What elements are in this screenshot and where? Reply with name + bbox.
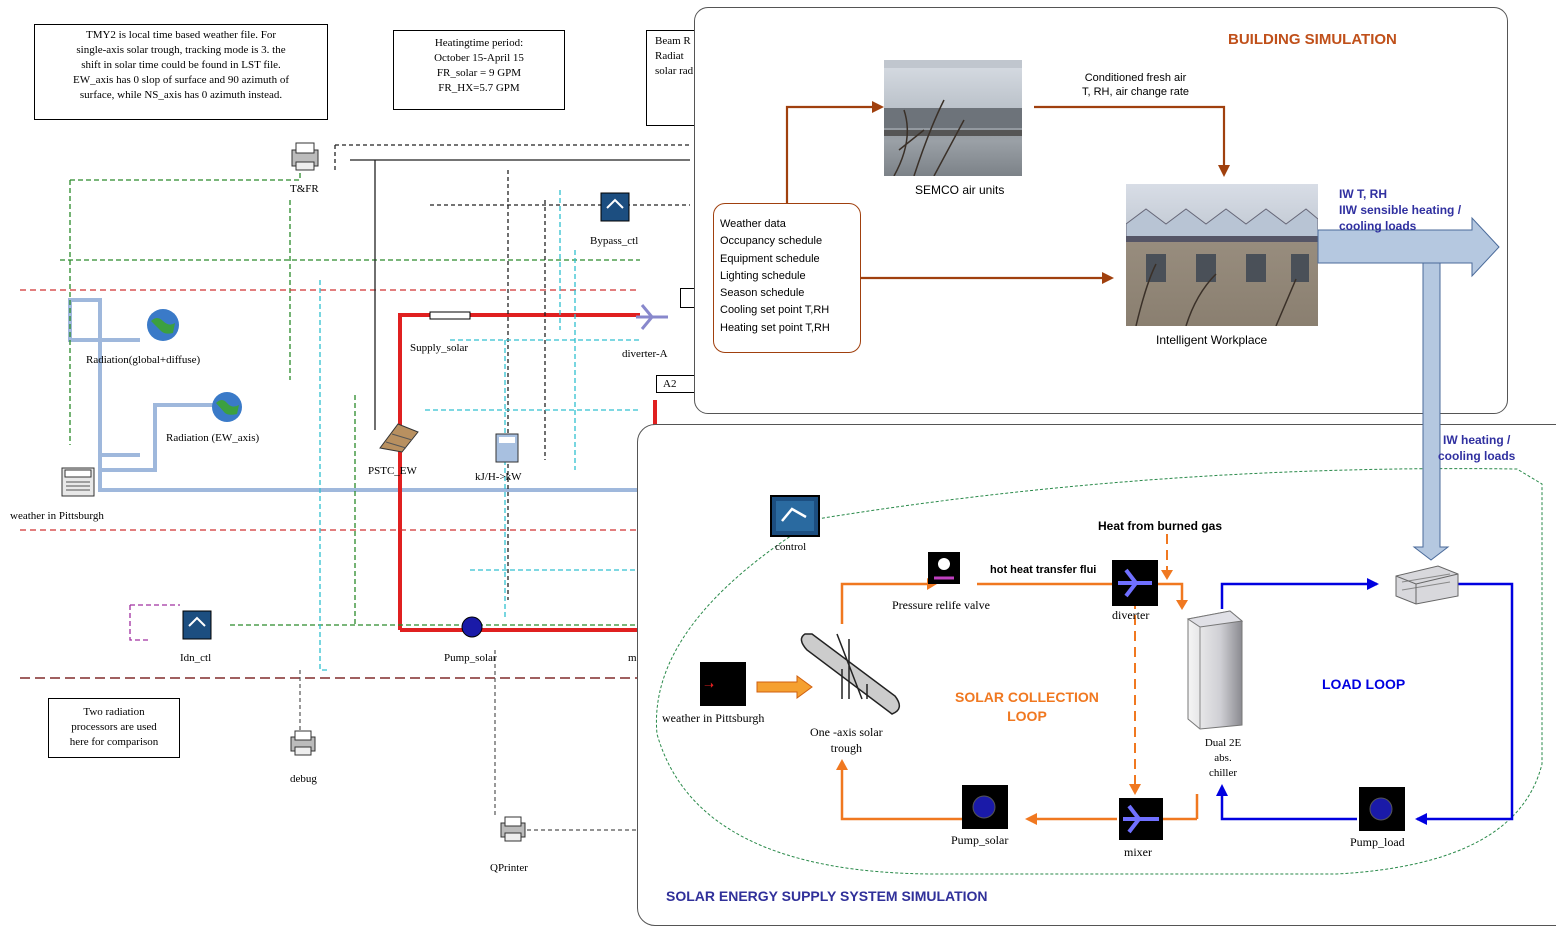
label-kjh-kw: kJ/H->kW: [475, 471, 522, 483]
mixer-icon: [1119, 798, 1163, 840]
label-a2: A2: [656, 375, 696, 393]
label-radiation-ew: Radiation (EW_axis): [166, 432, 259, 444]
label-qprinter: QPrinter: [490, 862, 528, 874]
label-iw-output: IW T, RH IIW sensible heating / cooling …: [1339, 186, 1461, 234]
label-load-loop: LOAD LOOP: [1322, 676, 1405, 692]
input-equipment: Equipment schedule: [720, 251, 860, 268]
bypass-controller-icon: [600, 192, 630, 222]
label-diverter-a: diverter-A: [622, 348, 668, 360]
input-occupancy: Occupancy schedule: [720, 233, 860, 250]
label-one-axis-trough: One -axis solar trough: [810, 724, 883, 756]
label-intelligent-workplace: Intelligent Workplace: [1156, 333, 1267, 347]
trnsys-connections: [0, 0, 700, 917]
printer-icon: [498, 814, 528, 844]
input-cooling-setpoint: Cooling set point T,RH: [720, 302, 860, 319]
label-supply-solar: Supply_solar: [410, 342, 468, 354]
label-mixer: mixer: [1124, 845, 1152, 860]
label-m: m: [628, 652, 637, 664]
printer-icon: [288, 140, 322, 174]
label-radiation-global: Radiation(global+diffuse): [86, 354, 200, 366]
label-pump-load: Pump_load: [1350, 835, 1405, 850]
label-iw-heating-cooling: IW heating / cooling loads: [1438, 432, 1515, 464]
note-heating-period: Heatingtime period: October 15-April 15 …: [393, 30, 565, 110]
calculator-icon: [494, 432, 520, 464]
weather-file-icon: [60, 466, 96, 498]
chiller-icon: [1180, 607, 1250, 735]
label-conditioned-air: Conditioned fresh air T, RH, air change …: [1082, 71, 1189, 99]
pressure-valve-icon: [928, 552, 960, 584]
label-pump-solar-left: Pump_solar: [444, 652, 497, 664]
label-weather-pittsburgh-solar: weather in Pittsburgh: [662, 711, 764, 726]
label-pressure-valve: Pressure relife valve: [892, 598, 990, 613]
label-pstc-ew: PSTC_EW: [368, 465, 417, 477]
globe-icon: [208, 388, 246, 426]
label-control: control: [775, 541, 806, 553]
pump-solar-icon: [962, 785, 1008, 829]
solar-panel-title: SOLAR ENERGY SUPPLY SYSTEM SIMULATION: [666, 888, 988, 904]
inputs-box: Weather data Occupancy schedule Equipmen…: [713, 203, 861, 353]
globe-icon: [143, 305, 183, 345]
note-two-radiation: Two radiation processors are used here f…: [48, 698, 180, 758]
label-heat-burned-gas: Heat from burned gas: [1098, 519, 1222, 533]
input-heating-setpoint: Heating set point T,RH: [720, 320, 860, 337]
input-season: Season schedule: [720, 285, 860, 302]
label-chiller: Dual 2E abs. chiller: [1198, 736, 1248, 781]
solar-collector-icon: [376, 418, 422, 456]
intelligent-workplace-photo: [1126, 184, 1318, 326]
output-arrows: [1300, 215, 1505, 563]
semco-air-units-photo: [884, 60, 1022, 176]
label-diverter: diverter: [1112, 608, 1149, 623]
label-debug: debug: [290, 773, 317, 785]
label-pump-solar: Pump_solar: [951, 833, 1008, 848]
printer-icon: [288, 728, 318, 758]
weather-icon: ➝: [700, 662, 746, 706]
pump-icon: [458, 614, 488, 640]
diverter-icon: [1112, 560, 1158, 606]
label-tfr: T&FR: [290, 183, 319, 195]
label-semco: SEMCO air units: [915, 183, 1004, 197]
control-switch-icon: [770, 495, 820, 537]
label-bypass-ctl: Bypass_ctl: [590, 235, 638, 247]
controller-icon: [182, 610, 212, 640]
label-idn-ctl: Idn_ctl: [180, 652, 211, 664]
diverter-a-icon: [632, 300, 672, 334]
label-hot-fluid: hot heat transfer flui: [990, 564, 1096, 576]
note-tmy2: TMY2 is local time based weather file. F…: [34, 24, 328, 120]
input-lighting: Lighting schedule: [720, 268, 860, 285]
label-weather-pittsburgh: weather in Pittsburgh: [10, 510, 104, 522]
heat-exchanger-icon: [1392, 560, 1462, 606]
input-weather-data: Weather data: [720, 216, 860, 233]
pump-load-icon: [1359, 787, 1405, 831]
label-solar-collection-loop: SOLAR COLLECTION LOOP: [955, 688, 1099, 726]
